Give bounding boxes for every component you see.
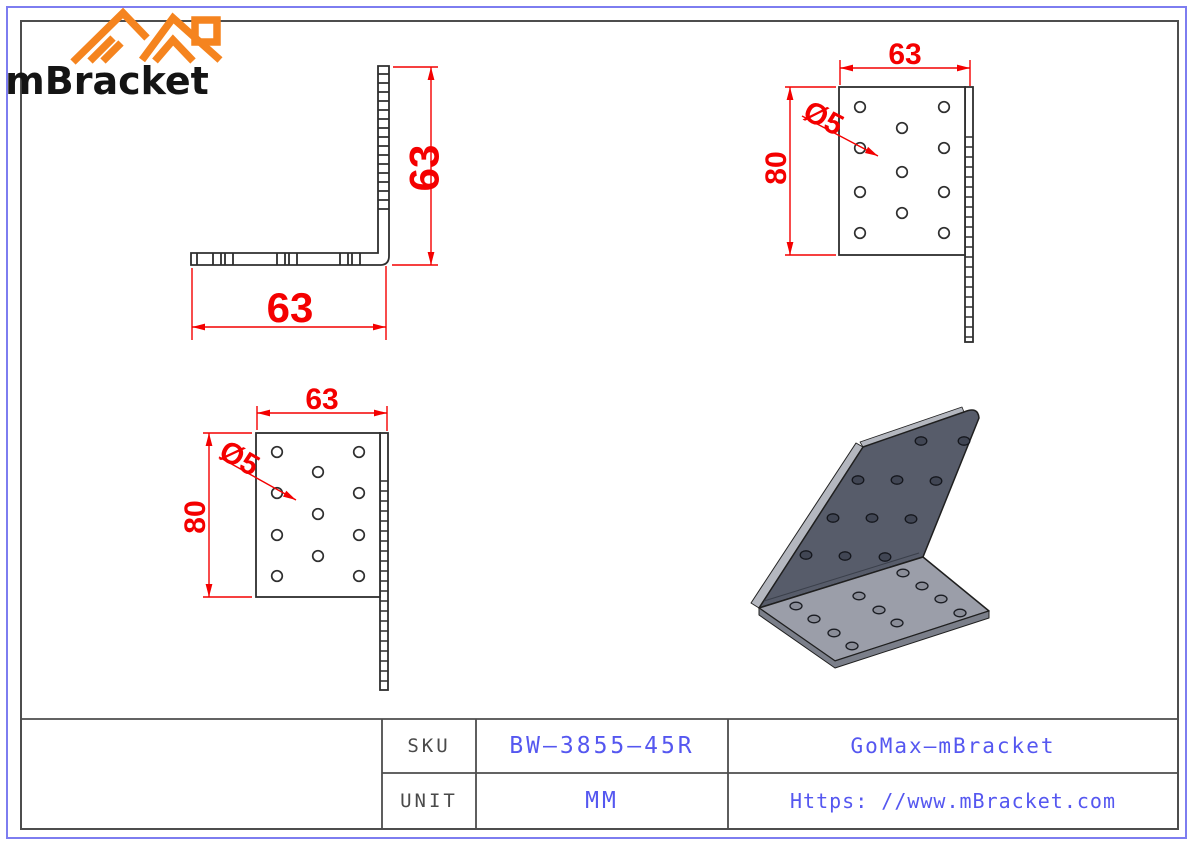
sku-value: BW—3855—45R	[509, 733, 695, 759]
iso-upright-holes	[799, 436, 971, 562]
front-bottom-strip-ticks	[380, 480, 388, 682]
side-view-dimensions	[191, 66, 438, 340]
unit-label: UNIT	[400, 790, 458, 812]
front-bottom-width-dim: 63	[305, 383, 338, 416]
side-view-width-dim: 63	[267, 284, 314, 331]
mountains-logo-icon	[70, 7, 223, 65]
sku-label: SKU	[407, 735, 451, 757]
title-block-grid	[21, 718, 1178, 829]
side-view-hole-ticks-horizontal	[212, 253, 361, 265]
front-view-bottom	[255, 432, 389, 691]
company-logo: mBracket	[5, 7, 223, 103]
brand-name: GoMax—mBracket	[850, 734, 1056, 758]
website-url: Https: //www.mBracket.com	[789, 789, 1117, 813]
iso-base-thickness-edge	[758, 607, 990, 669]
iso-upright-plate-face	[758, 409, 980, 609]
front-top-height-dim: 80	[760, 151, 793, 184]
iso-base-holes	[789, 568, 967, 651]
front-view-top-dimensions	[785, 60, 971, 256]
front-top-width-dim: 63	[888, 38, 921, 71]
unit-value: MM	[585, 788, 619, 814]
iso-view	[750, 406, 990, 669]
front-top-edge-strip	[964, 86, 974, 343]
front-top-holes	[853, 100, 951, 240]
side-view-outline	[190, 65, 390, 266]
side-view-height-dim: 63	[400, 145, 447, 192]
outer-frame	[6, 6, 1187, 839]
front-view-bottom-dimensions	[203, 406, 388, 598]
front-view-top	[838, 86, 974, 343]
front-top-strip-ticks	[965, 136, 973, 338]
side-view-hole-ticks-vertical	[378, 73, 389, 210]
logo-wordmark: mBracket	[5, 59, 209, 103]
side-view	[190, 65, 390, 266]
inner-frame	[20, 20, 1179, 830]
front-bottom-height-dim: 80	[179, 500, 212, 533]
iso-bend-line	[763, 552, 920, 602]
